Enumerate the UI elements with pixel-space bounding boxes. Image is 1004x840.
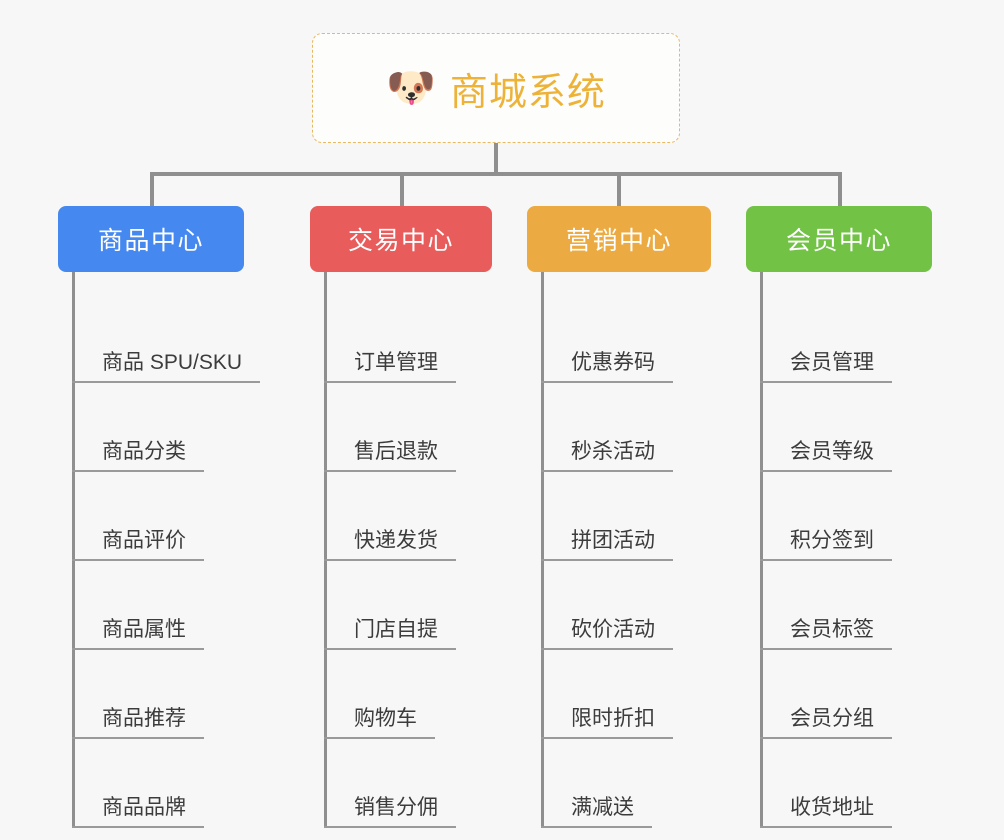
- leaf-item[interactable]: 快递发货: [310, 472, 492, 561]
- leaf-label: 商品评价: [72, 529, 204, 561]
- leaf-trunk: [760, 272, 763, 828]
- leaf-label: 收货地址: [760, 796, 892, 828]
- leaf-item[interactable]: 销售分佣: [310, 739, 492, 828]
- leaf-item[interactable]: 秒杀活动: [527, 383, 711, 472]
- leaf-item[interactable]: 积分签到: [746, 472, 932, 561]
- leaf-label: 订单管理: [324, 351, 456, 383]
- leaf-label: 会员标签: [760, 618, 892, 650]
- leaf-item[interactable]: 会员分组: [746, 650, 932, 739]
- leaf-label: 积分签到: [760, 529, 892, 561]
- branch-header-trade-center[interactable]: 交易中心: [310, 206, 492, 272]
- leaf-label: 会员等级: [760, 440, 892, 472]
- leaf-item[interactable]: 门店自提: [310, 561, 492, 650]
- leaf-label: 商品品牌: [72, 796, 204, 828]
- leaf-label: 满减送: [541, 796, 652, 828]
- leaf-item[interactable]: 拼团活动: [527, 472, 711, 561]
- root-node[interactable]: 🐶 商城系统: [312, 33, 680, 143]
- leaf-item[interactable]: 购物车: [310, 650, 492, 739]
- leaf-list-product-center: 商品 SPU/SKU 商品分类 商品评价 商品属性 商品推荐 商品品牌: [58, 272, 261, 828]
- leaf-item[interactable]: 商品分类: [58, 383, 244, 472]
- leaf-item[interactable]: 售后退款: [310, 383, 492, 472]
- leaf-label: 快递发货: [324, 529, 456, 561]
- connector-root-stem: [494, 143, 498, 175]
- leaf-label: 拼团活动: [541, 529, 673, 561]
- leaf-trunk: [324, 272, 327, 828]
- leaf-label: 会员管理: [760, 351, 892, 383]
- leaf-list-marketing-center: 优惠券码 秒杀活动 拼团活动 砍价活动 限时折扣 满减送: [527, 272, 711, 828]
- branch-product-center: 商品中心 商品 SPU/SKU 商品分类 商品评价 商品属性 商品推荐 商品品牌: [58, 206, 261, 828]
- branch-trade-center: 交易中心 订单管理 售后退款 快递发货 门店自提 购物车 销售分佣: [310, 206, 492, 828]
- leaf-trunk: [72, 272, 75, 828]
- leaf-label: 会员分组: [760, 707, 892, 739]
- leaf-list-member-center: 会员管理 会员等级 积分签到 会员标签 会员分组 收货地址: [746, 272, 932, 828]
- leaf-item[interactable]: 商品评价: [58, 472, 244, 561]
- leaf-label: 商品分类: [72, 440, 204, 472]
- leaf-item[interactable]: 优惠券码: [527, 294, 711, 383]
- branch-marketing-center: 营销中心 优惠券码 秒杀活动 拼团活动 砍价活动 限时折扣 满减送: [527, 206, 711, 828]
- leaf-label: 售后退款: [324, 440, 456, 472]
- leaf-item[interactable]: 会员管理: [746, 294, 932, 383]
- leaf-item[interactable]: 商品推荐: [58, 650, 244, 739]
- leaf-label: 购物车: [324, 707, 435, 739]
- leaf-list-trade-center: 订单管理 售后退款 快递发货 门店自提 购物车 销售分佣: [310, 272, 492, 828]
- leaf-item[interactable]: 商品 SPU/SKU: [58, 294, 261, 383]
- leaf-trunk: [541, 272, 544, 828]
- leaf-item[interactable]: 限时折扣: [527, 650, 711, 739]
- leaf-label: 门店自提: [324, 618, 456, 650]
- leaf-item[interactable]: 商品属性: [58, 561, 244, 650]
- leaf-item[interactable]: 订单管理: [310, 294, 492, 383]
- connector-drop-2: [400, 172, 404, 206]
- dog-face-icon: 🐶: [386, 66, 436, 110]
- leaf-label: 销售分佣: [324, 796, 456, 828]
- leaf-item[interactable]: 收货地址: [746, 739, 932, 828]
- leaf-label: 秒杀活动: [541, 440, 673, 472]
- leaf-label: 商品推荐: [72, 707, 204, 739]
- leaf-item[interactable]: 砍价活动: [527, 561, 711, 650]
- leaf-item[interactable]: 会员等级: [746, 383, 932, 472]
- leaf-label: 商品属性: [72, 618, 204, 650]
- branch-header-marketing-center[interactable]: 营销中心: [527, 206, 711, 272]
- connector-drop-4: [838, 172, 842, 206]
- leaf-item[interactable]: 商品品牌: [58, 739, 244, 828]
- connector-drop-1: [150, 172, 154, 206]
- leaf-item[interactable]: 满减送: [527, 739, 711, 828]
- leaf-label: 优惠券码: [541, 351, 673, 383]
- connector-drop-3: [617, 172, 621, 206]
- leaf-item[interactable]: 会员标签: [746, 561, 932, 650]
- branch-header-product-center[interactable]: 商品中心: [58, 206, 244, 272]
- leaf-label: 砍价活动: [541, 618, 673, 650]
- connector-horizontal-bus: [150, 172, 842, 176]
- leaf-label: 限时折扣: [541, 707, 673, 739]
- root-title: 商城系统: [449, 71, 606, 114]
- branch-header-member-center[interactable]: 会员中心: [746, 206, 932, 272]
- leaf-label: 商品 SPU/SKU: [72, 351, 261, 383]
- branch-member-center: 会员中心 会员管理 会员等级 积分签到 会员标签 会员分组 收货地址: [746, 206, 932, 828]
